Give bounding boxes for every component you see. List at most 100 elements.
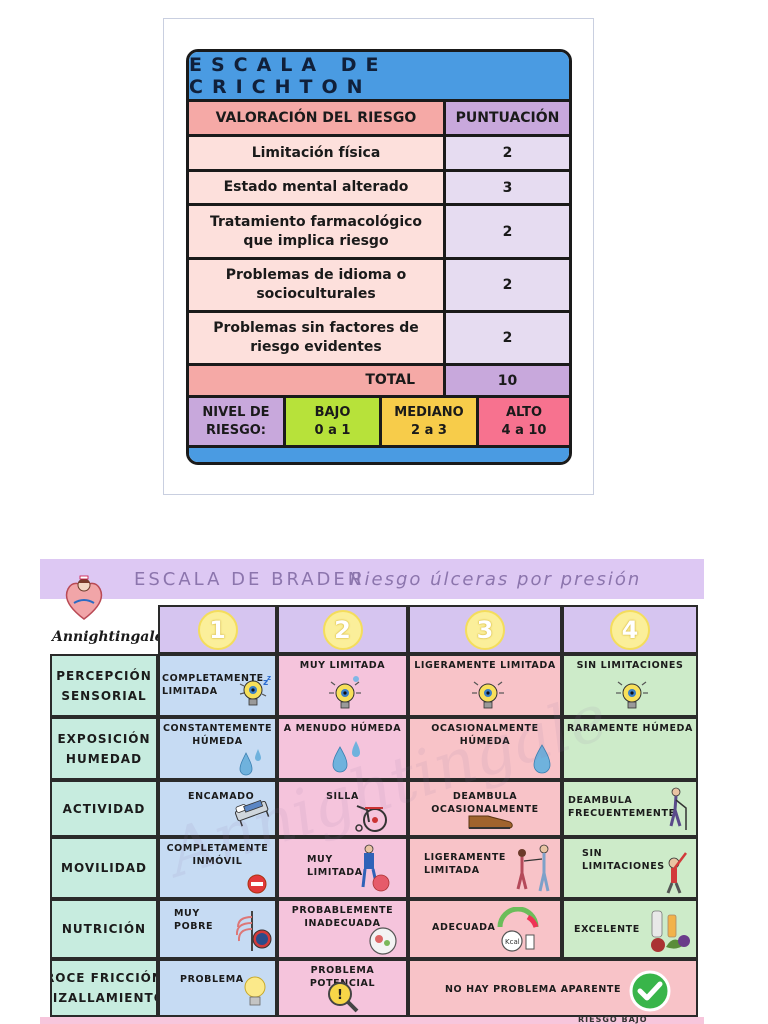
column-header-1: 1 xyxy=(158,605,277,654)
cell-text: ADECUADA xyxy=(432,922,496,933)
cell-nutrition-3: ADECUADA Kcal xyxy=(408,899,562,959)
cell-text: SILLA xyxy=(326,791,359,802)
cell-nutrition-2: PROBABLEMENTE INADECUADA xyxy=(277,899,408,959)
cell-mobility-4: SIN LIMITACIONES xyxy=(562,837,698,899)
bed-icon xyxy=(234,799,270,827)
cell-activity-3: DEAMBULA OCASIONALMENTE xyxy=(408,780,562,837)
column-number-2: 2 xyxy=(322,609,363,650)
cell-nutrition-4: EXCELENTE xyxy=(562,899,698,959)
food-icon xyxy=(651,910,690,952)
elderly-walker-icon xyxy=(669,787,687,830)
risk-level-medium-range: 2 a 3 xyxy=(411,422,447,438)
cell-text: LIGERAMENTE LIMITADA xyxy=(414,660,556,671)
cell-text: PROBLEMA xyxy=(180,974,244,985)
cell-friction-2: PROBLEMA POTENCIAL ! xyxy=(277,959,408,1017)
braden-footer-band xyxy=(40,1017,704,1024)
water-drops-icon xyxy=(239,749,261,776)
column-header-3: 3 xyxy=(408,605,562,654)
cell-friction-1: PROBLEMA xyxy=(158,959,277,1017)
cell-text: RARAMENTE HÚMEDA xyxy=(567,723,693,734)
cell-friction-3: NO HAy PROBLEMA APARENTE xyxy=(408,959,698,1017)
crichton-header-row: VALORACIÓN DEL RIESGO PUNTUACIÓN xyxy=(189,102,569,137)
row-label-sensory: PERCEPCIÓN SENSORIAL xyxy=(50,654,158,717)
risk-level-medium: MEDIANO 2 a 3 xyxy=(382,398,479,445)
braden-brand: Annightingale xyxy=(52,629,164,645)
crichton-title: ESCALA DE CRICHTON xyxy=(189,52,569,102)
crichton-header-score: PUNTUACIÓN xyxy=(446,102,569,134)
shoe-icon xyxy=(468,815,513,829)
svg-text:!: ! xyxy=(337,988,343,1003)
cell-text: OCASIONALMENTE HÚMEDA xyxy=(431,723,539,747)
ribcage-icon xyxy=(235,911,272,951)
exercise-ball-icon xyxy=(361,844,390,892)
crichton-row-label: Problemas de idioma o socioculturales xyxy=(189,260,446,310)
cell-text: MUy POBRE xyxy=(174,908,214,932)
crichton-row-score: 2 xyxy=(446,206,569,257)
plate-icon xyxy=(369,927,397,955)
wheelchair-icon xyxy=(355,805,387,832)
cell-mobility-1: COMPLETAMENTE INMÓVIL xyxy=(158,837,277,899)
risk-level-high-name: ALTO xyxy=(505,404,543,420)
crichton-card: ESCALA DE CRICHTON VALORACIÓN DEL RIESGO… xyxy=(186,49,572,465)
crichton-row-score: 2 xyxy=(446,137,569,169)
cell-text: PROBABLEMENTE INADECUADA xyxy=(291,905,394,929)
cell-sensory-4: SIN LIMITACIONES xyxy=(562,654,698,717)
cell-sensory-3: LIGERAMENTE LIMITADA xyxy=(408,654,562,717)
cell-text: CONSTANTEMENTE HÚMEDA xyxy=(162,723,273,747)
crichton-total-value: 10 xyxy=(446,366,569,395)
crichton-row: Limitación física 2 xyxy=(189,137,569,172)
svg-text:Kcal: Kcal xyxy=(505,938,520,946)
cell-sensory-2: MUy LIMITADA xyxy=(277,654,408,717)
cell-nutrition-1: MUy POBRE xyxy=(158,899,277,959)
cell-text: NO HAy PROBLEMA APARENTE xyxy=(444,984,622,995)
crichton-bottom-band xyxy=(189,448,569,462)
braden-header: ESCALA DE BRADEN Riesgo úlceras por pres… xyxy=(40,559,704,599)
stretching-person-icon xyxy=(666,852,687,894)
no-movement-icon xyxy=(247,874,267,894)
crichton-total-label: TOTAL xyxy=(189,366,446,395)
risk-level-low-name: BAJO xyxy=(314,404,351,420)
braden-footer-text: RIESGO BAJO xyxy=(578,1015,648,1024)
crichton-row: Estado mental alterado 3 xyxy=(189,172,569,206)
cell-moisture-1: CONSTANTEMENTE HÚMEDA xyxy=(158,717,277,780)
cell-text: SIN LIMITACIONES xyxy=(582,848,665,872)
row-label-moisture: EXPOSICIÓN HUMEDAD xyxy=(50,717,158,780)
column-header-2: 2 xyxy=(277,605,408,654)
row-label-activity: ACTIVIDAD xyxy=(50,780,158,837)
cell-text: DEAMBULA OCASIONALMENTE xyxy=(431,791,539,815)
risk-level-label: NIVEL DE RIESGO: xyxy=(189,398,286,445)
row-label-friction: ROCE FRICCIÓN CIZALLAMIENTO xyxy=(50,959,158,1017)
crichton-row-score: 2 xyxy=(446,260,569,310)
braden-title: ESCALA DE BRADEN xyxy=(134,569,365,590)
risk-level-high: ALTO 4 a 10 xyxy=(479,398,569,445)
column-number-4: 4 xyxy=(610,609,650,650)
column-number-1: 1 xyxy=(197,609,238,650)
cell-moisture-3: OCASIONALMENTE HÚMEDA xyxy=(408,717,562,780)
cell-text: ENCAMADO xyxy=(188,791,255,802)
column-header-4: 4 xyxy=(562,605,698,654)
cell-text: MUy LIMITADA xyxy=(299,660,386,671)
risk-level-high-range: 4 a 10 xyxy=(501,422,547,438)
cell-text: COMPLETAMENTE INMÓVIL xyxy=(166,843,269,867)
crichton-risk-level-row: NIVEL DE RIESGO: BAJO 0 a 1 MEDIANO 2 a … xyxy=(189,398,569,448)
magnifier-warning-icon: ! xyxy=(328,982,359,1013)
check-icon xyxy=(629,970,671,1012)
cell-mobility-2: MUy LIMITADA xyxy=(277,837,408,899)
cell-mobility-3: LIGERAMENTE LIMITADA xyxy=(408,837,562,899)
crichton-row-label: Limitación física xyxy=(189,137,446,169)
cell-text: COMPLETAMENTE LIMITADA xyxy=(162,673,264,697)
column-number-3: 3 xyxy=(465,609,505,650)
svg-text:z: z xyxy=(263,678,268,688)
bulb-icon xyxy=(244,976,266,1006)
risk-level-label-line1: NIVEL DE xyxy=(202,404,270,420)
cell-moisture-2: A MENUDO HÚMEDA xyxy=(277,717,408,780)
water-drop-icon xyxy=(533,744,551,774)
crichton-row: Tratamiento farmacológico que implica ri… xyxy=(189,206,569,260)
crichton-row-label: Problemas sin factores de riesgo evident… xyxy=(189,313,446,363)
cell-moisture-4: RARAMENTE HÚMEDA xyxy=(562,717,698,780)
cell-activity-4: DEAMBULA FRECUENTEMENTE xyxy=(562,780,698,837)
crichton-row-score: 2 xyxy=(446,313,569,363)
cell-text: SIN LIMITACIONES xyxy=(576,660,684,671)
risk-level-low: BAJO 0 a 1 xyxy=(286,398,382,445)
water-drops-icon xyxy=(332,741,360,773)
